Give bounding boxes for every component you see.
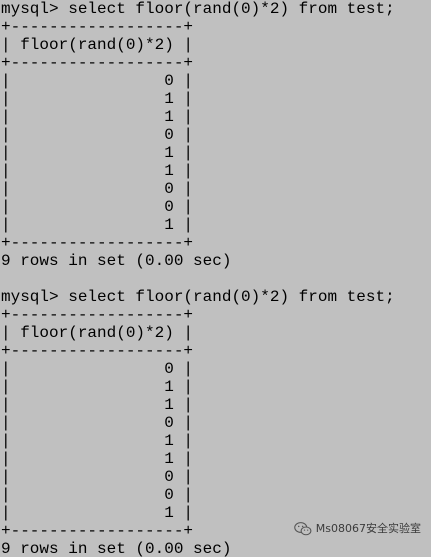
table-row: | 0 | [1,360,194,378]
table-header: | floor(rand(0)*2) | [1,36,194,54]
table-row: | 1 | [1,432,194,450]
watermark: Ms08067安全实验室 [294,519,421,539]
table-border-bottom: +------------------+ [1,522,194,540]
table-row: | 1 | [1,108,194,126]
watermark-text: Ms08067安全实验室 [315,522,421,535]
table-border-mid: +------------------+ [1,54,194,72]
wechat-icon [294,522,312,536]
table-row: | 1 | [1,378,194,396]
table-border-mid: +------------------+ [1,342,194,360]
table-border-bottom: +------------------+ [1,234,194,252]
table-row: | 1 | [1,162,194,180]
table-row: | 1 | [1,216,194,234]
result-summary: 9 rows in set (0.00 sec) [1,252,232,270]
table-row: | 1 | [1,90,194,108]
table-row: | 0 | [1,486,194,504]
table-row: | 0 | [1,180,194,198]
table-row: | 1 | [1,450,194,468]
table-row: | 1 | [1,396,194,414]
command-prompt: mysql> select floor(rand(0)*2) from test… [1,288,395,306]
table-row: | 0 | [1,126,194,144]
command-prompt: mysql> select floor(rand(0)*2) from test… [1,0,395,18]
table-header: | floor(rand(0)*2) | [1,324,194,342]
table-row: | 0 | [1,468,194,486]
table-row: | 0 | [1,414,194,432]
table-row: | 0 | [1,72,194,90]
table-border-top: +------------------+ [1,306,194,324]
result-summary: 9 rows in set (0.00 sec) [1,540,232,557]
table-border-top: +------------------+ [1,18,194,36]
table-row: | 0 | [1,198,194,216]
table-row: | 1 | [1,504,194,522]
table-row: | 1 | [1,144,194,162]
